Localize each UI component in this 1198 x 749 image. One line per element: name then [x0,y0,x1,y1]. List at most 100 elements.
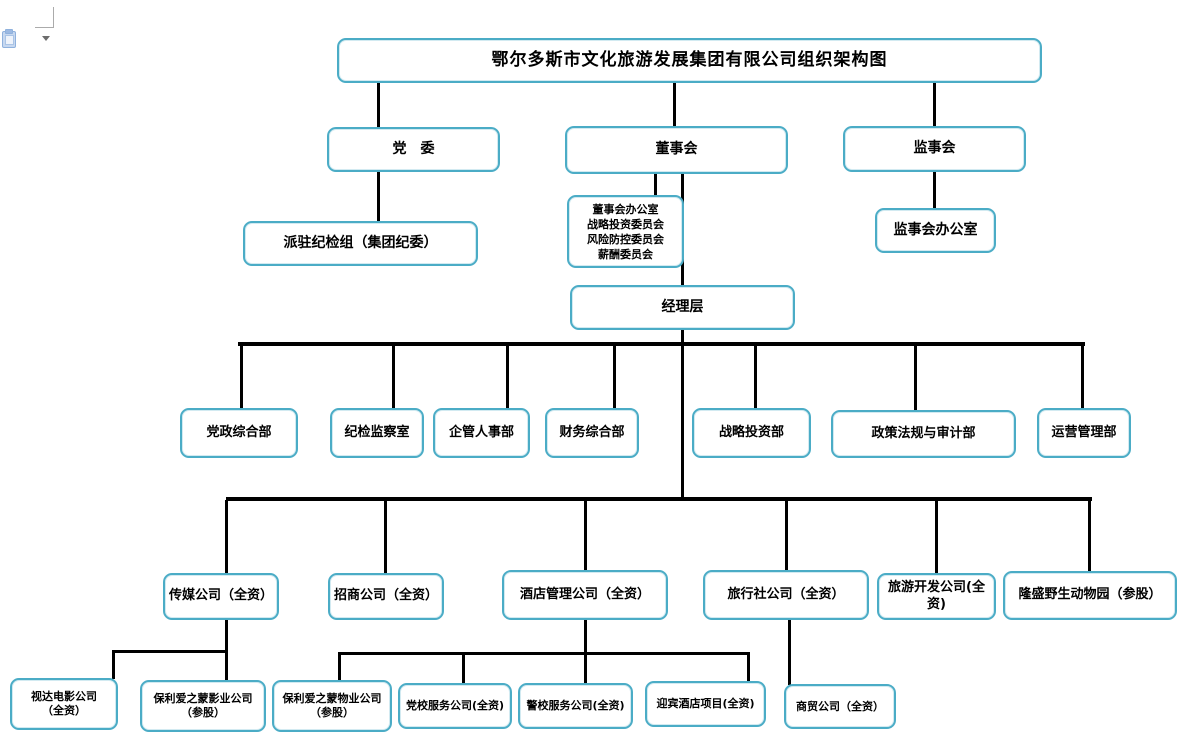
dropdown-arrow-icon[interactable] [42,36,50,41]
connector [747,654,750,682]
node-label: 运营管理部 [1051,424,1117,440]
node-label: 监事会办公室 [893,221,978,238]
node-label: 警校服务公司(全资) [526,699,625,713]
node-label: 党政综合部 [206,424,272,440]
connector [1081,345,1084,409]
connector [681,329,684,501]
node-title: 鄂尔多斯市文化旅游发展集团有限公司组织架构图 [337,38,1042,83]
node-dept-operations: 运营管理部 [1037,408,1131,458]
connector [654,173,657,196]
node-dept-discipline-supervision: 纪检监察室 [330,408,424,458]
node-label: 商贸公司（全资） [796,699,884,713]
node-dept-party-admin: 党政综合部 [180,408,298,458]
node-sub-hotel-management: 酒店管理公司（全资） [502,570,668,620]
connector [584,654,587,684]
node-sublabel: （参股） [181,706,225,719]
node-police-school-service: 警校服务公司(全资) [518,683,633,729]
node-dept-policy-legal-audit: 政策法规与审计部 [831,410,1016,458]
node-yingbin-hotel-project: 迎宾酒店项目(全资) [645,681,766,727]
connector [754,345,757,409]
node-poly-property-company: 保利爱之蒙物业公司 （参股） [272,680,392,732]
node-label: 政策法规与审计部 [871,425,976,441]
node-dept-enterprise-hr: 企管人事部 [433,408,530,458]
paste-options-button[interactable] [2,29,56,48]
connector-bus [338,652,750,655]
node-label: 董事会 [655,141,698,158]
connector [240,345,243,409]
node-supervisory-office: 监事会办公室 [875,208,996,253]
node-party-committee: 党 委 [327,127,500,172]
connector [225,500,228,574]
node-label: 保利爱之蒙影业公司 [153,692,253,706]
connector [392,345,395,409]
node-management-layer: 经理层 [570,285,795,330]
node-label: 派驻纪检组（集团纪委） [283,234,438,251]
connector [584,500,587,572]
node-label: 传媒公司（全资） [168,588,273,604]
connector [377,82,380,128]
node-label: 隆盛野生动物园（参股） [1018,587,1162,603]
node-shida-film-company: 视达电影公司 （全资） [10,678,118,730]
page-margin-crop-mark [53,7,54,28]
node-dept-finance: 财务综合部 [545,408,639,458]
node-board-of-directors: 董事会 [565,126,788,174]
node-sub-investment-promotion: 招商公司（全资） [328,573,444,620]
connector [384,500,387,574]
node-label: 视达电影公司 [31,690,97,704]
node-sub-media-company: 传媒公司（全资） [163,573,279,620]
connector [338,654,341,681]
node-dept-strategic-investment: 战略投资部 [692,408,811,458]
connector [933,82,936,127]
node-label: 纪检监察室 [344,424,410,440]
node-label: 迎宾酒店项目(全资) [656,697,755,711]
page-margin-crop-mark [35,27,54,28]
connector [673,82,676,127]
connector [933,171,936,209]
connector-bus [112,650,228,653]
connector [935,500,938,574]
connector [613,345,616,409]
node-sub-tourism-development: 旅游开发公司(全资) [877,573,996,620]
node-label: 企管人事部 [448,424,514,440]
paste-clipboard-icon [2,29,16,48]
node-sub-travel-agency: 旅行社公司（全资） [703,570,869,620]
node-label: 监事会 [913,140,956,157]
node-board-committees: 董事会办公室 战略投资委员会 风险防控委员会 薪酬委员会 [567,195,684,268]
connector [225,652,228,681]
node-supervisory-board: 监事会 [843,126,1026,172]
connector-bus [238,342,1085,346]
connector [462,654,465,684]
node-label: 保利爱之蒙物业公司 [282,692,382,706]
node-discipline-inspection-group: 派驻纪检组（集团纪委） [243,221,478,266]
connector [788,619,791,685]
node-label: 董事会办公室 [592,202,659,216]
connector [785,500,788,572]
node-label: 财务综合部 [559,424,625,440]
node-trading-company: 商贸公司（全资） [784,684,896,729]
node-label: 旅游开发公司(全资) [888,580,985,612]
node-label: 薪酬委员会 [598,247,653,261]
connector [1088,500,1091,573]
node-sublabel: （参股） [310,706,354,719]
org-chart-title: 鄂尔多斯市文化旅游发展集团有限公司组织架构图 [491,49,888,70]
node-label: 风险防控委员会 [587,232,664,246]
node-label: 战略投资委员会 [587,217,664,231]
node-label: 旅行社公司（全资） [727,586,845,602]
node-label: 经理层 [661,298,704,315]
node-sub-wildlife-park: 隆盛野生动物园（参股） [1003,571,1177,620]
node-label: 酒店管理公司（全资） [519,586,650,602]
connector [225,619,228,653]
connector [506,345,509,409]
node-label: 党 委 [392,140,435,157]
node-label: 战略投资部 [718,424,784,440]
node-label: 党校服务公司(全资) [405,699,505,713]
connector [584,619,587,655]
node-poly-film-company: 保利爱之蒙影业公司 （参股） [140,680,266,732]
connector [914,345,917,411]
node-label: 招商公司（全资） [333,588,438,604]
connector [112,652,115,679]
node-sublabel: （全资） [42,704,86,717]
node-party-school-service: 党校服务公司(全资) [398,683,512,729]
connector-bus [226,497,1092,501]
